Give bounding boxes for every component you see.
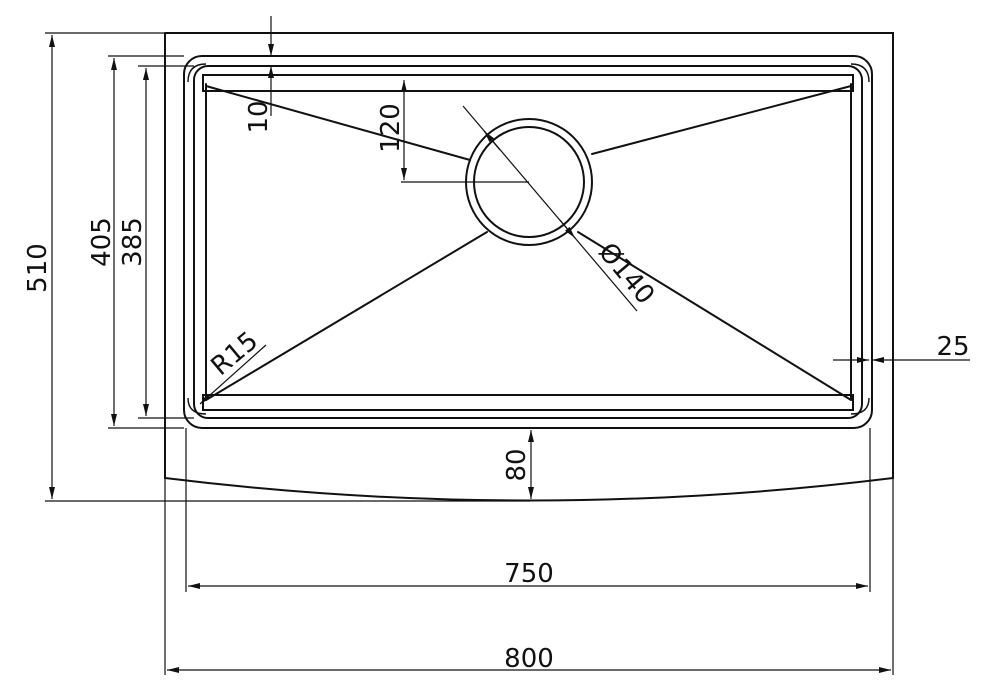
- dim-label-405: 405: [87, 217, 117, 267]
- rim-inner: [193, 65, 863, 419]
- slope-line-bl: [205, 231, 488, 401]
- dim-inner-bowl-depth: 385: [118, 65, 194, 419]
- dim-label-510: 510: [23, 243, 53, 293]
- dim-side-offset: 25: [833, 332, 970, 363]
- dim-label-385: 385: [118, 217, 148, 267]
- dim-label-120: 120: [376, 103, 406, 153]
- dim-outer-bowl-depth: 405: [87, 55, 184, 429]
- corner-arc-tr: [850, 63, 870, 83]
- slope-line-br: [577, 231, 852, 401]
- dim-label-80: 80: [502, 448, 532, 481]
- dim-label-800: 800: [504, 644, 554, 674]
- dim-apron-height: 80: [502, 430, 534, 499]
- sink-body-outline: [164, 32, 894, 479]
- dim-label-r15: R15: [206, 326, 264, 382]
- dim-overall-depth: 510: [23, 32, 530, 502]
- bowl-lip: [202, 74, 854, 92]
- dim-label-10: 10: [244, 100, 274, 133]
- dim-rim-offset: 10: [244, 16, 274, 134]
- dim-overall-width: 800: [164, 478, 894, 675]
- rim-outer: [183, 55, 873, 429]
- corner-arc-tl: [187, 63, 207, 83]
- corner-arc-bl: [187, 397, 207, 415]
- dim-label-750: 750: [504, 559, 554, 589]
- dim-label-25: 25: [936, 332, 969, 362]
- dim-drain-offset: 120: [376, 80, 529, 183]
- sink-outline: [164, 32, 894, 502]
- slope-line-tr: [591, 85, 852, 155]
- dim-label-diameter: Ø140: [592, 237, 660, 310]
- corner-arc-br: [850, 397, 870, 415]
- bowl-bottom-lip: [202, 394, 854, 411]
- dim-corner-radius: R15: [199, 326, 267, 405]
- slope-line-tl: [205, 85, 471, 161]
- dim-bowl-width: 750: [185, 428, 871, 592]
